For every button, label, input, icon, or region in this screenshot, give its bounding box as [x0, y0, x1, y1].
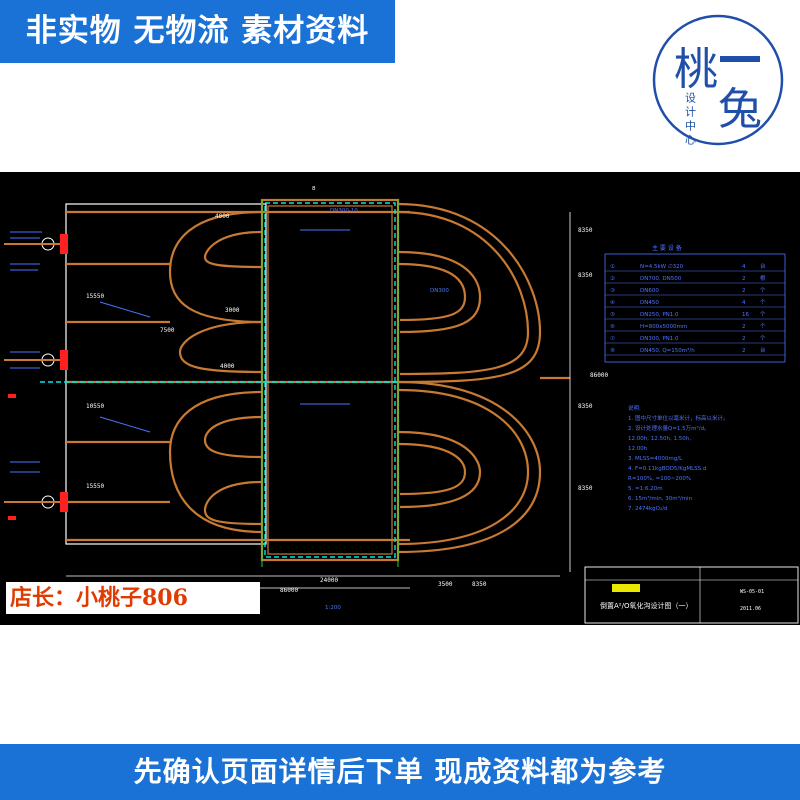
- dim-86000v: 86000: [590, 372, 608, 379]
- note-line: 12.00h: [628, 446, 648, 452]
- table-cell-qty: 4: [742, 300, 746, 306]
- label-number: 8: [312, 186, 316, 192]
- table-cell-unit: 个: [760, 287, 766, 294]
- table-cell-no: ②: [610, 275, 615, 282]
- table-cell-qty: 2: [742, 288, 746, 294]
- table-cell-unit: 根: [760, 274, 766, 282]
- shop-owner-text: 店长：小桃子806: [10, 585, 188, 611]
- table-cell-no: ③: [610, 288, 615, 294]
- drawing-date: 2011.06: [740, 606, 761, 612]
- oxidation-ditch-piping: [65, 198, 570, 562]
- logo-accent: [720, 56, 760, 62]
- dim-8350b: 8350: [472, 581, 487, 588]
- note-line: 说明:: [628, 404, 641, 412]
- dim-86000: 86000: [280, 587, 298, 594]
- table-cell-qty: 2: [742, 336, 746, 342]
- note-line: 1. 图中尺寸单位以毫米计，标高以米计。: [628, 414, 729, 422]
- table-cell-unit: 台: [760, 262, 766, 270]
- table-cell-no: ④: [610, 300, 615, 306]
- table-title: 主 要 设 备: [652, 244, 682, 252]
- table-cell-spec: H=800x5000mm: [640, 324, 687, 330]
- table-cell-spec: DN300, PN1.0: [640, 336, 679, 342]
- label-ring: DN300: [430, 288, 449, 294]
- logo-char-left: 桃: [674, 44, 718, 95]
- table-cell-qty: 4: [742, 264, 746, 270]
- table-cell-no: ⑥: [610, 324, 615, 330]
- dim-3000: 3000: [225, 307, 240, 314]
- table-cell-no: ⑤: [610, 312, 615, 318]
- dim-4000b: 4000: [220, 363, 235, 370]
- dim-4000a: 4000: [215, 213, 230, 220]
- cad-canvas: 4000 4000 3000 7500 24000 86000 3500 835…: [4, 186, 799, 624]
- table-cell-spec: DN450: [640, 300, 659, 306]
- table-cell-spec: DN600: [640, 288, 659, 294]
- annotations: [10, 229, 350, 473]
- drawing-title: 倒置A²/O氧化沟设计图（一）: [600, 601, 692, 610]
- equipment-table-rows: ① N=4.5kW ∅320 4 台 ② DN700, DN500 2 根 ③ DN600 2 个 ④ D…: [605, 262, 785, 356]
- dim-left-mid: 10550: [86, 403, 104, 410]
- table-cell-spec: DN250, PN1.0: [640, 312, 679, 318]
- note-line: 12.00h, 12.50h, 1.50h,: [628, 436, 691, 442]
- table-cell-no: ⑦: [610, 335, 615, 342]
- bottom-banner-text: 先确认页面详情后下单 现成资料都为参考: [133, 755, 667, 788]
- table-cell-no: ⑧: [610, 348, 615, 354]
- table-cell-qty: 16: [742, 312, 749, 318]
- table-cell-spec: DN700, DN500: [640, 276, 682, 282]
- top-banner: 非实物 无物流 素材资料: [0, 0, 395, 63]
- shop-owner-label: 店长：小桃子806: [6, 582, 260, 614]
- label-scale: 1:200: [325, 605, 341, 611]
- dim-left-bot: 15550: [86, 483, 104, 490]
- table-cell-unit: 台: [760, 346, 766, 354]
- dashed-frame: [264, 202, 396, 558]
- dim-24000: 24000: [320, 577, 338, 584]
- cad-drawing: 4000 4000 3000 7500 24000 86000 3500 835…: [0, 172, 800, 625]
- title-block: 倒置A²/O氧化沟设计图（一） WS-05-01 2011.06: [584, 566, 799, 624]
- label-top: DN300-10: [330, 208, 358, 214]
- equipment-table: 主 要 设 备: [604, 244, 786, 363]
- dim-left-top: 15550: [86, 293, 104, 300]
- table-cell-qty: 2: [742, 324, 746, 330]
- table-cell-spec: N=4.5kW ∅320: [640, 264, 684, 270]
- logo-char-right: 兔: [718, 84, 762, 135]
- bottom-dimension-lines: [66, 212, 571, 589]
- drawing-number: WS-05-01: [740, 589, 764, 595]
- dim-v8350b: 8350: [578, 485, 593, 492]
- note-line: 2. 设计处理水量Q=1.5万m³/d。: [628, 424, 710, 432]
- table-cell-unit: 个: [760, 335, 766, 342]
- table-cell-spec: DN450, Q=150m³/h: [640, 347, 695, 354]
- top-banner-text: 非实物 无物流 素材资料: [25, 13, 370, 49]
- table-cell-qty: 2: [742, 276, 746, 282]
- note-line: 5. =1:6.20m: [628, 486, 663, 492]
- shop-logo: 桃 兔 设计中心: [652, 14, 784, 148]
- logo-subtitle: 设计中心: [684, 92, 697, 148]
- dimension-labels: 4000 4000 3000 7500 24000 86000 3500 835…: [86, 213, 608, 594]
- table-cell-qty: 2: [742, 348, 746, 354]
- dim-v8350a: 8350: [578, 403, 593, 410]
- table-cell-unit: 个: [760, 299, 766, 306]
- note-line: 4. F=0.11kgBOD5/KgMLSS.d: [628, 466, 706, 472]
- note-line: R=100%, =100~200%: [628, 476, 691, 482]
- left-equipment: [4, 237, 66, 509]
- note-line: 3. MLSS=4000mg/L: [628, 456, 683, 462]
- dim-8350c: 8350: [578, 272, 593, 279]
- bottom-banner: 先确认页面详情后下单 现成资料都为参考: [0, 744, 800, 800]
- design-notes: 说明: 1. 图中尺寸单位以毫米计，标高以米计。 2. 设计处理水量Q=1.5万m³…: [628, 404, 729, 512]
- table-cell-unit: 个: [760, 311, 766, 318]
- dim-7500: 7500: [160, 327, 175, 334]
- dim-8350: 8350: [578, 227, 593, 234]
- table-cell-unit: 个: [760, 323, 766, 330]
- table-cell-no: ①: [610, 264, 615, 270]
- note-line: 6. 15m³/min, 30m³/min: [628, 495, 693, 502]
- red-markers: [8, 234, 68, 520]
- note-line: 7. 2474kgO₂/d: [628, 506, 668, 512]
- dim-3500: 3500: [438, 581, 453, 588]
- pipe-labels: DN300-10 DN300 1:200 8: [312, 186, 449, 611]
